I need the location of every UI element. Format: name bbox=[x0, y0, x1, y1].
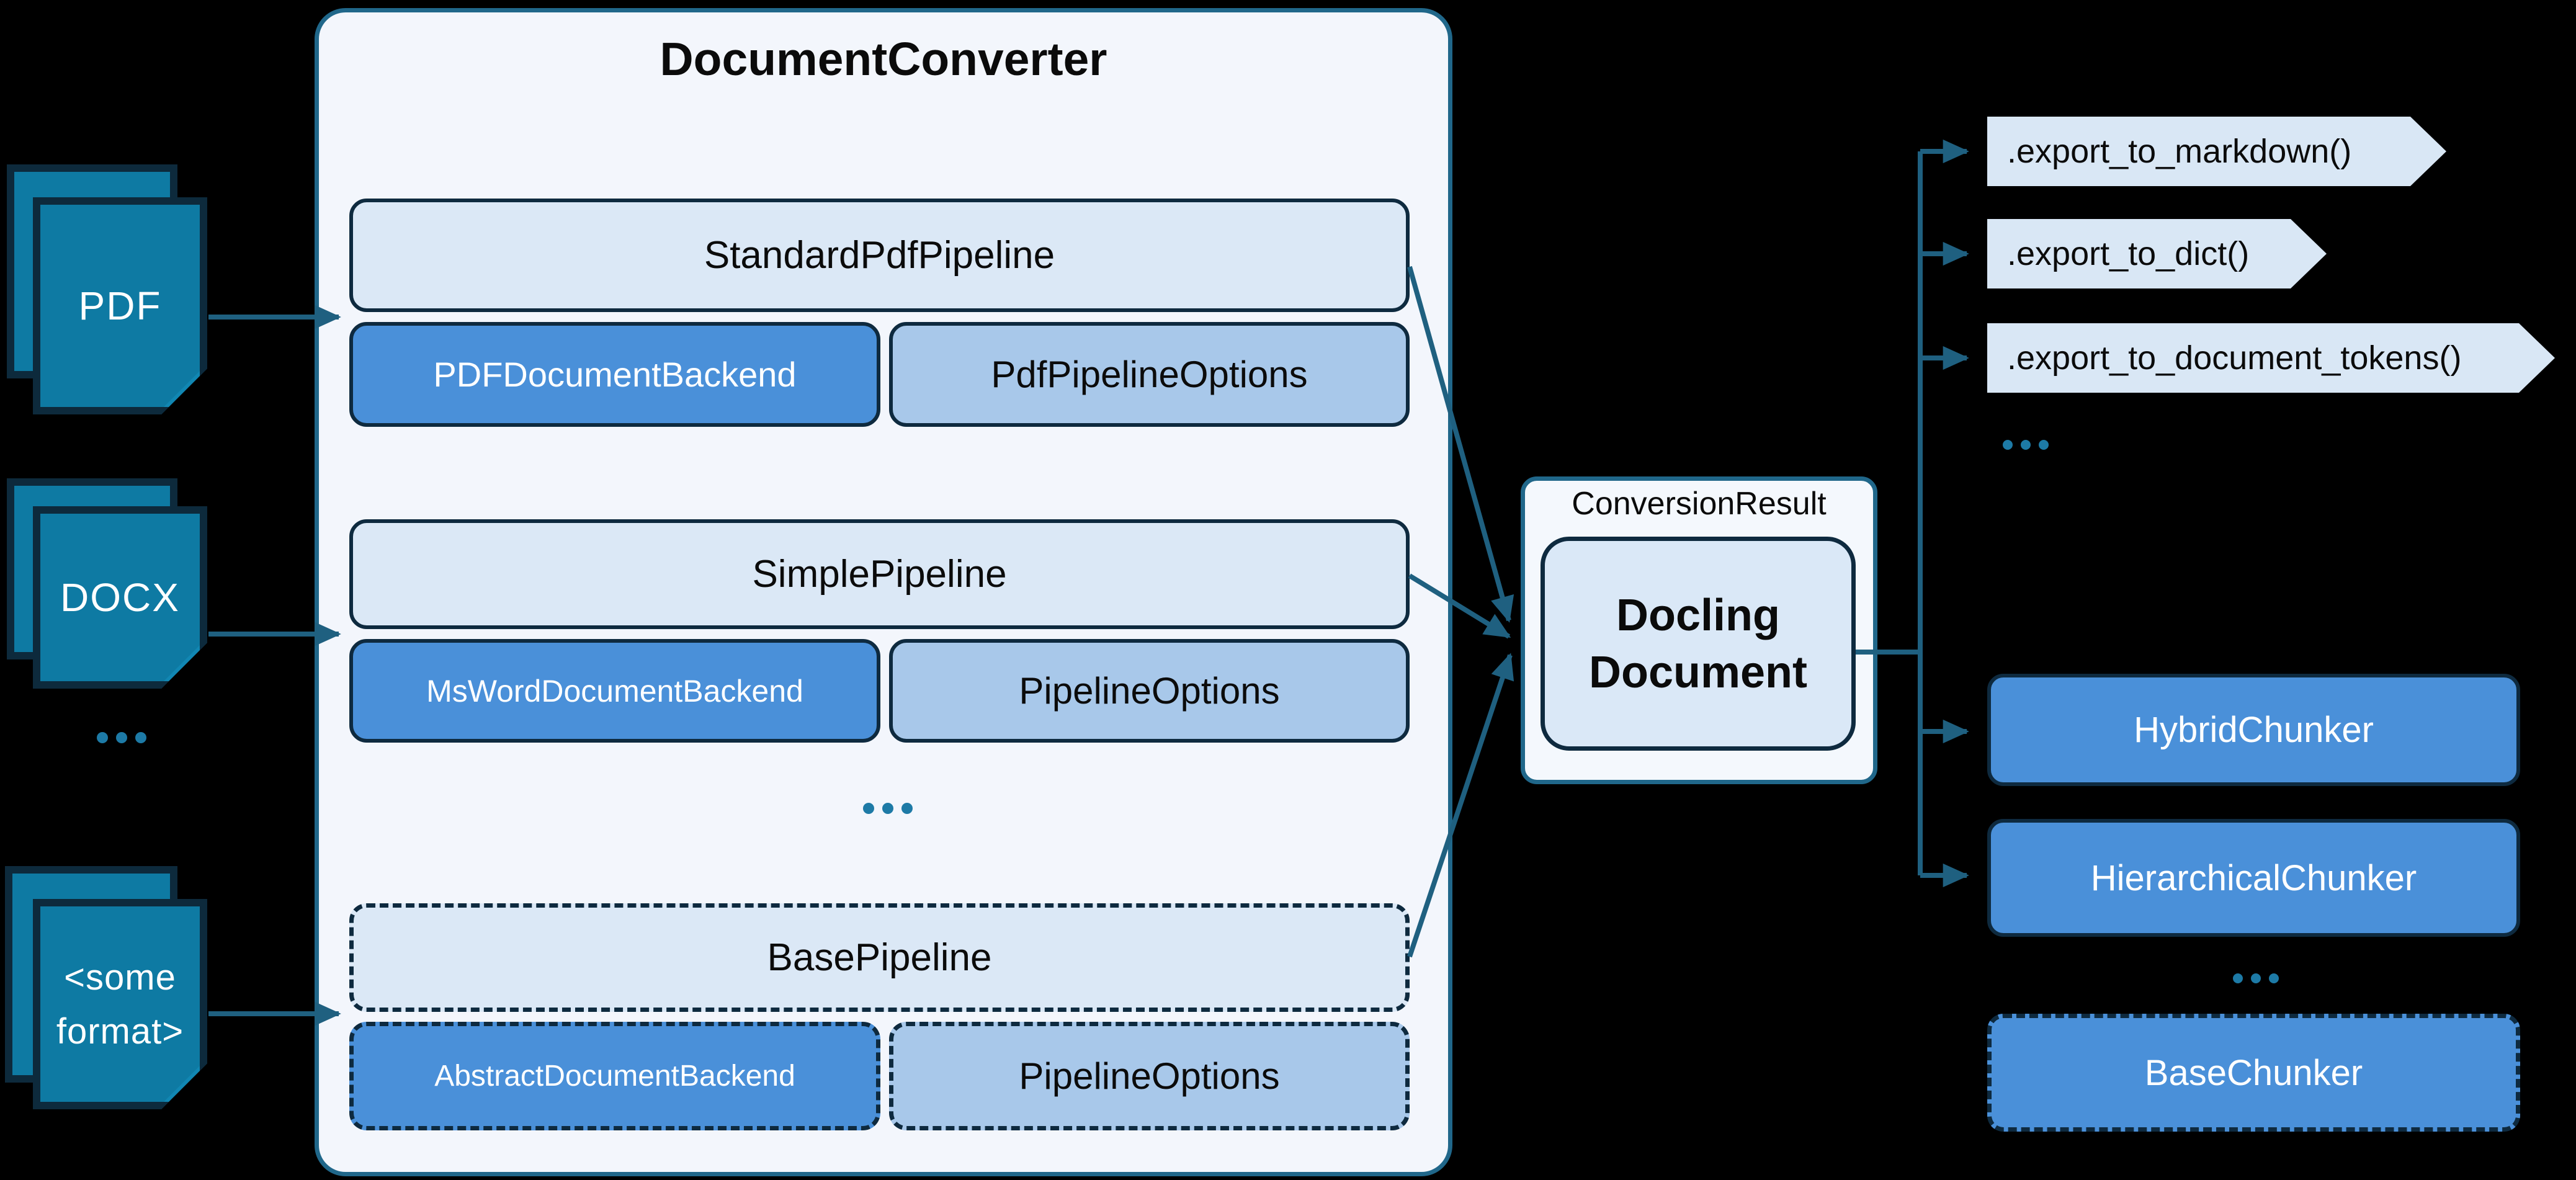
ellipsis-dots-exports bbox=[2003, 440, 2049, 450]
msword-document-backend-box: MsWordDocumentBackend bbox=[349, 639, 880, 743]
dot-icon bbox=[135, 732, 146, 743]
docling-document-line2: Document bbox=[1588, 647, 1808, 697]
pdf-pipeline-options-box: PdfPipelineOptions bbox=[889, 322, 1410, 427]
dot-icon bbox=[2039, 440, 2049, 450]
hybrid-chunker-box: HybridChunker bbox=[1987, 674, 2520, 786]
someformat-stack-front-sheet: <some format> bbox=[33, 899, 207, 1109]
someformat-label-line1: <some bbox=[64, 957, 176, 998]
simple-pipeline-box: SimplePipeline bbox=[349, 519, 1410, 629]
docling-document-line1: Docling bbox=[1616, 590, 1780, 640]
dot-icon bbox=[882, 803, 893, 814]
pipeline-options-dashed-box: PipelineOptions bbox=[889, 1022, 1410, 1130]
conversion-result-label: ConversionResult bbox=[1572, 486, 1827, 522]
base-pipeline-box: BasePipeline bbox=[349, 903, 1410, 1012]
hierarchical-chunker-box: HierarchicalChunker bbox=[1987, 819, 2520, 937]
export-to-markdown-tag: .export_to_markdown() bbox=[1987, 117, 2446, 186]
dot-icon bbox=[2233, 973, 2243, 983]
pdf-stack-label: PDF bbox=[78, 284, 162, 328]
ellipsis-dots-chunkers bbox=[2233, 973, 2279, 983]
base-chunker-box: BaseChunker bbox=[1987, 1014, 2520, 1132]
dot-icon bbox=[2251, 973, 2261, 983]
ellipsis-dots-input-formats bbox=[97, 732, 146, 743]
page-curl-inner-icon bbox=[164, 1066, 200, 1102]
dot-icon bbox=[2003, 440, 2013, 450]
pipeline-options-box: PipelineOptions bbox=[889, 639, 1410, 743]
dot-icon bbox=[863, 803, 874, 814]
dot-icon bbox=[2269, 973, 2279, 983]
pdf-stack-front-sheet: PDF bbox=[33, 197, 207, 414]
docx-stack-label: DOCX bbox=[60, 575, 180, 620]
abstract-document-backend-box: AbstractDocumentBackend bbox=[349, 1022, 880, 1130]
dot-icon bbox=[2021, 440, 2031, 450]
docx-stack-front-sheet: DOCX bbox=[33, 506, 207, 689]
dot-icon bbox=[901, 803, 913, 814]
ellipsis-dots-pipelines bbox=[863, 803, 913, 814]
page-curl-inner-icon bbox=[164, 371, 200, 407]
pdf-document-backend-box: PDFDocumentBackend bbox=[349, 322, 880, 427]
standard-pdf-pipeline-box: StandardPdfPipeline bbox=[349, 199, 1410, 312]
export-to-dict-tag: .export_to_dict() bbox=[1987, 219, 2327, 288]
export-to-document-tokens-tag: .export_to_document_tokens() bbox=[1987, 323, 2555, 393]
page-curl-inner-icon bbox=[164, 645, 200, 681]
docling-document-box: Docling Document bbox=[1541, 537, 1856, 751]
someformat-label-line2: format> bbox=[56, 1011, 184, 1052]
dot-icon bbox=[97, 732, 108, 743]
dot-icon bbox=[116, 732, 127, 743]
document-converter-title: DocumentConverter bbox=[660, 33, 1107, 85]
